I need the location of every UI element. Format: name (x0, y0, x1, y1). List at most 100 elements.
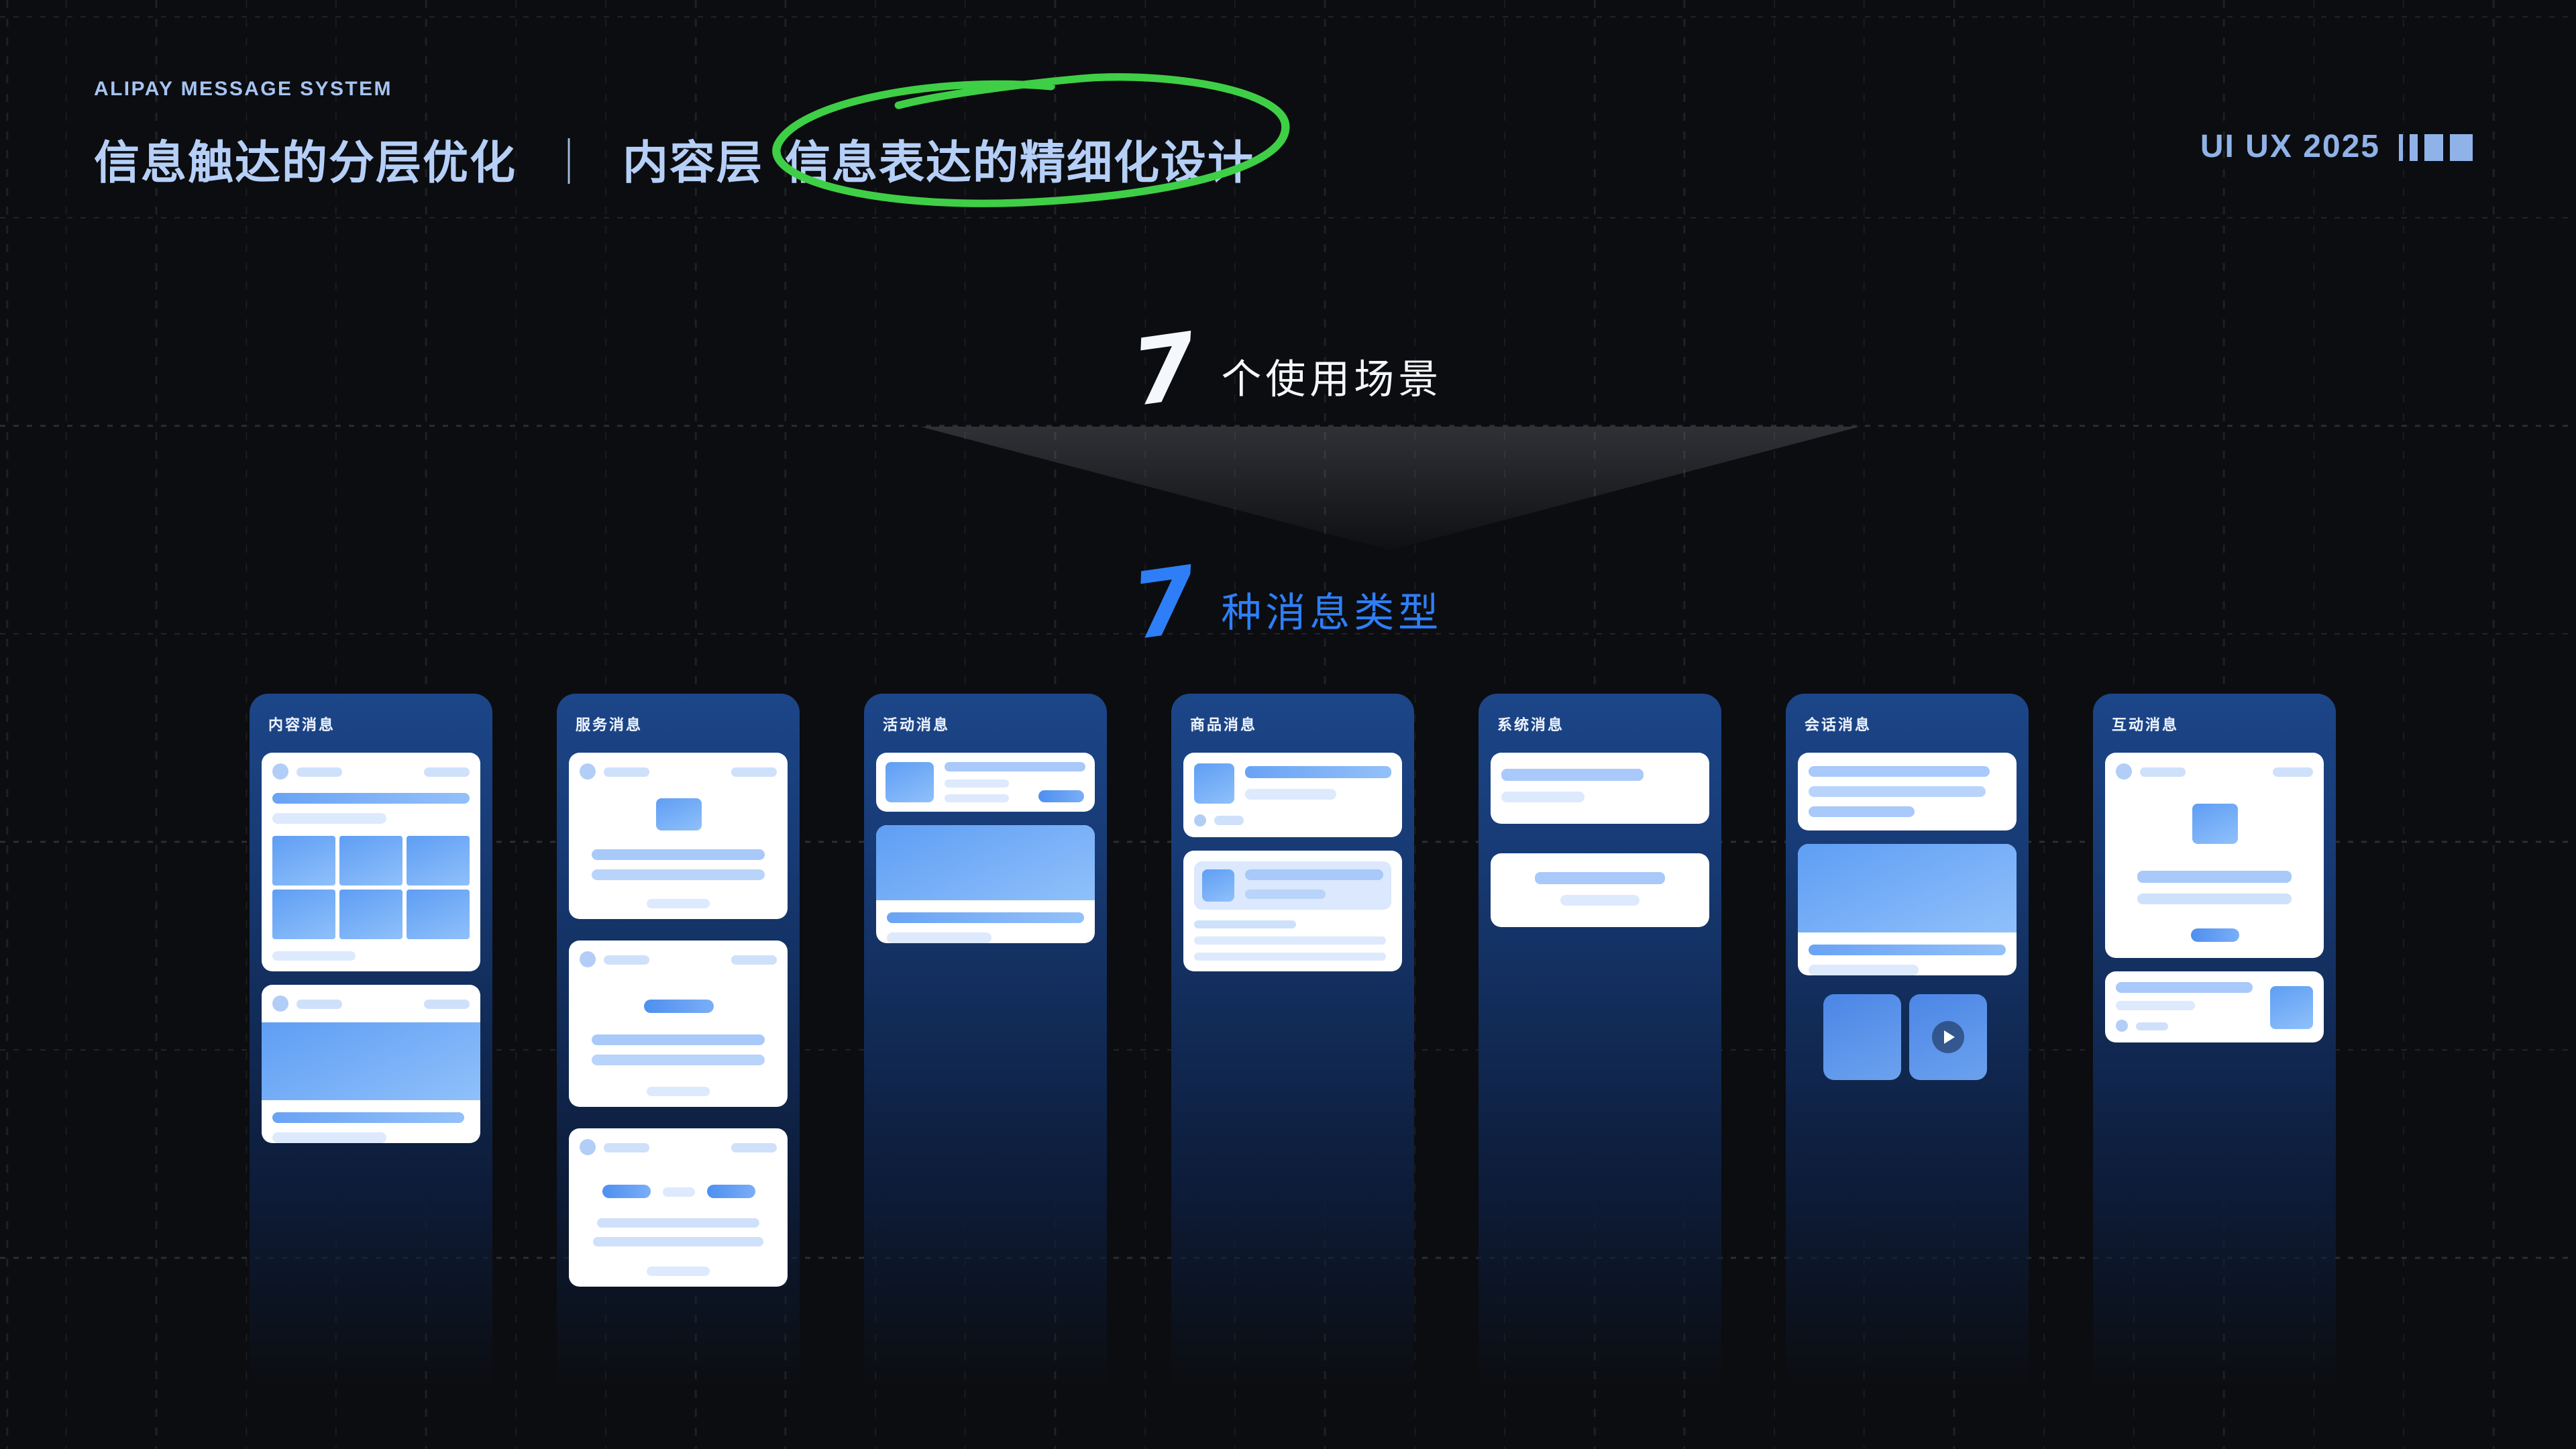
image-placeholder (876, 825, 1095, 900)
image-placeholder (1194, 763, 1234, 804)
column-label: 互动消息 (2112, 718, 2179, 734)
scenarios-headline: 7 个使用场景 (0, 313, 2576, 432)
text-bar (1560, 895, 1640, 906)
column-interaction-messages: 互动消息 (2093, 694, 2336, 1449)
quoted-product-block (1194, 861, 1391, 910)
types-headline: 7 种消息类型 (0, 547, 2576, 665)
card-header (580, 763, 777, 780)
text-bar (604, 955, 649, 964)
text-bar (604, 767, 649, 776)
text-bar (2137, 871, 2292, 883)
message-card (1491, 853, 1709, 927)
card-header (272, 763, 470, 780)
title-divider: ｜ (546, 138, 593, 189)
image-placeholder (885, 762, 934, 802)
card-header (580, 951, 777, 967)
text-bar (591, 1034, 765, 1045)
eyebrow-label: ALIPAY MESSAGE SYSTEM (94, 78, 392, 101)
text-bar (887, 912, 1084, 923)
image-grid-placeholder (272, 836, 470, 939)
title-part1: 信息触达的分层优化 (94, 138, 517, 189)
text-bar (945, 762, 1085, 771)
message-card (876, 825, 1095, 943)
text-bar (646, 1267, 710, 1276)
message-card (262, 985, 480, 1143)
text-bar (945, 780, 1010, 788)
column-content-messages: 内容消息 (250, 694, 492, 1449)
text-bar (1245, 789, 1336, 800)
column-label: 内容消息 (268, 718, 335, 734)
text-bar (731, 955, 777, 964)
message-card (1798, 844, 2017, 975)
scenarios-label: 个使用场景 (1221, 358, 1443, 402)
text-bar (272, 1112, 465, 1123)
image-placeholder (262, 1022, 480, 1100)
text-bar (597, 1218, 759, 1228)
text-bar (2273, 767, 2313, 776)
action-pill (2190, 928, 2239, 942)
message-card (569, 941, 788, 1107)
card-footer (1194, 814, 1391, 826)
text-bar (591, 1055, 765, 1065)
text-bar (1809, 965, 1918, 975)
badge-label: UI UX 2025 (2200, 129, 2380, 165)
text-bar (297, 999, 342, 1008)
avatar (2116, 763, 2132, 780)
column-service-messages: 服务消息 (557, 694, 800, 1449)
title-circled-phrase: 信息表达的精细化设计 (772, 73, 1290, 207)
text-bar (1245, 766, 1391, 778)
message-card (262, 753, 480, 971)
scenarios-count: 7 (1126, 313, 1203, 427)
text-bar (297, 767, 342, 776)
text-bar (731, 1142, 777, 1152)
text-bar (887, 932, 992, 943)
text-bar (272, 813, 387, 824)
page-title: 信息触达的分层优化 ｜ 内容层 信息表达的精细化设计 (94, 73, 1290, 207)
title-circled-text: 信息表达的精细化设计 (785, 138, 1254, 189)
text-bar (1245, 869, 1383, 880)
message-card (2105, 971, 2324, 1042)
image-placeholder (655, 798, 701, 830)
image-placeholder (2192, 804, 2237, 844)
image-placeholder (1798, 844, 2017, 932)
text-bar (1194, 920, 1297, 928)
text-bar (662, 1187, 694, 1196)
text-bar (945, 794, 1010, 802)
title-part2: 内容层 (623, 138, 763, 189)
types-count: 7 (1126, 547, 1203, 661)
message-card (1183, 753, 1402, 837)
text-bar (2116, 982, 2253, 993)
text-bar (646, 899, 710, 908)
message-card (569, 1128, 788, 1287)
message-card (1798, 753, 2017, 830)
avatar (580, 763, 596, 780)
avatar (580, 951, 596, 967)
play-icon (1932, 1021, 1964, 1053)
text-bar (1809, 766, 1990, 777)
card-body (1194, 763, 1391, 804)
text-bar (1809, 786, 1986, 797)
text-bar (2136, 1022, 2168, 1030)
action-pill (1038, 790, 1084, 802)
column-label: 服务消息 (576, 718, 643, 734)
text-bar (424, 999, 470, 1008)
column-label: 系统消息 (1497, 718, 1564, 734)
column-activity-messages: 活动消息 (864, 694, 1107, 1449)
text-bar (1809, 806, 1915, 817)
media-tiles (1823, 994, 2029, 1080)
corner-badge: UI UX 2025 (2200, 129, 2473, 166)
action-pill (643, 1000, 713, 1013)
card-header (580, 1139, 777, 1155)
avatar (272, 996, 288, 1012)
text-bar (2140, 767, 2186, 776)
action-pill (706, 1185, 755, 1198)
text-bar (1194, 936, 1386, 945)
avatar (580, 1139, 596, 1155)
text-bar (646, 1087, 710, 1096)
message-card (569, 753, 788, 919)
text-bar (591, 869, 765, 880)
column-system-messages: 系统消息 (1479, 694, 1721, 1449)
text-bar (272, 793, 470, 804)
